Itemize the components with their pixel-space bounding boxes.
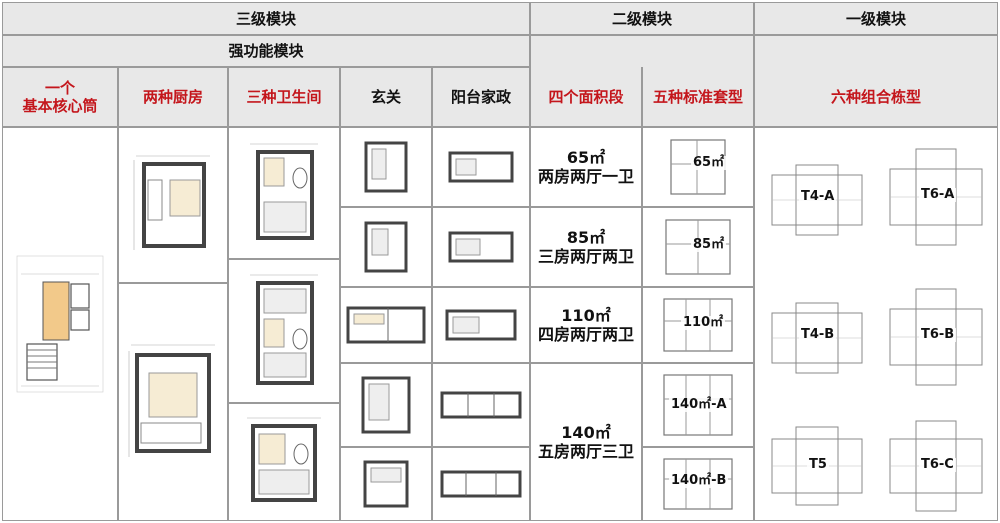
area-segment-140: 140㎡ 五房两厅三卫 — [530, 363, 642, 521]
core-plan-drawing — [16, 255, 104, 393]
unit-type-cell-5: 140㎡-B — [642, 447, 754, 521]
balcony-cell-1 — [432, 127, 530, 207]
entry-cell-2 — [340, 207, 432, 287]
bath-plan-2 — [250, 274, 318, 385]
entry-plan-1 — [364, 141, 408, 193]
entry-cell-1 — [340, 127, 432, 207]
bath-cell-1 — [228, 127, 340, 259]
area-65-layout: 两房两厅一卫 — [537, 167, 634, 186]
bath-plan-3 — [247, 417, 321, 502]
building-label-t5: T5 — [807, 457, 829, 473]
header-strong-function-text: 强功能模块 — [228, 42, 304, 60]
building-label-t4b: T4-B — [799, 327, 837, 343]
header-areas-text: 四个面积段 — [548, 87, 624, 106]
core-cell — [2, 127, 118, 521]
header-entry-text: 玄关 — [370, 88, 401, 106]
building-label-t6b: T6-B — [919, 327, 957, 343]
balcony-plan-2 — [448, 231, 514, 263]
header-balcony: 阳台家政 — [432, 67, 530, 127]
entry-plan-4 — [361, 376, 411, 434]
header-level2: 二级模块 — [530, 2, 754, 35]
area-segment-110: 110㎡ 四房两厅两卫 — [530, 287, 642, 363]
header-strong-function: 强功能模块 — [2, 35, 530, 67]
entry-cell-3 — [340, 287, 432, 363]
bath-cell-3 — [228, 403, 340, 521]
area-85-layout: 三房两厅两卫 — [537, 247, 634, 266]
unit-type-label-85: 85㎡ — [691, 237, 727, 253]
entry-plan-3 — [346, 306, 426, 344]
area-65-value: 65㎡ — [566, 147, 606, 167]
bath-plan-1 — [250, 143, 318, 240]
area-segment-85: 85㎡ 三房两厅两卫 — [530, 207, 642, 287]
area-140-value: 140㎡ — [561, 422, 611, 442]
balcony-plan-5 — [440, 470, 522, 498]
building-label-t4a: T4-A — [799, 189, 837, 205]
header-kitchen: 两种厨房 — [118, 67, 228, 127]
header-level1-text: 一级模块 — [845, 9, 906, 28]
header-level1-fill — [754, 35, 998, 67]
bath-cell-2 — [228, 259, 340, 403]
balcony-cell-4 — [432, 363, 530, 447]
area-segment-65: 65㎡ 两房两厅一卫 — [530, 127, 642, 207]
kitchen-plan-1 — [133, 155, 210, 250]
header-level3-text: 三级模块 — [235, 9, 296, 28]
header-types: 五种标准套型 — [642, 67, 754, 127]
header-buildings: 六种组合栋型 — [754, 67, 998, 127]
header-bath-text: 三种卫生间 — [246, 88, 322, 106]
header-level1: 一级模块 — [754, 2, 998, 35]
kitchen-cell-2 — [118, 283, 228, 521]
balcony-plan-1 — [448, 151, 514, 183]
balcony-plan-3 — [445, 309, 517, 341]
balcony-cell-5 — [432, 447, 530, 521]
header-buildings-text: 六种组合栋型 — [830, 87, 921, 106]
area-110-value: 110㎡ — [561, 305, 611, 325]
building-label-t6a: T6-A — [919, 187, 957, 203]
area-140-layout: 五房两厅三卫 — [537, 442, 634, 461]
header-core-line2: 基本核心筒 — [22, 97, 98, 115]
entry-plan-2 — [364, 221, 408, 273]
area-110-layout: 四房两厅两卫 — [537, 325, 634, 344]
entry-cell-5 — [340, 447, 432, 521]
balcony-cell-3 — [432, 287, 530, 363]
building-label-t6c: T6-C — [919, 457, 956, 473]
unit-type-label-140b: 140㎡-B — [669, 473, 729, 489]
kitchen-cell-1 — [118, 127, 228, 283]
kitchen-plan-2 — [128, 344, 215, 457]
header-level2-fill — [530, 35, 754, 67]
balcony-cell-2 — [432, 207, 530, 287]
unit-type-label-110: 110㎡ — [681, 315, 726, 331]
balcony-plan-4 — [440, 391, 522, 419]
header-balcony-text: 阳台家政 — [450, 88, 511, 106]
header-core-line1: 一个 — [44, 79, 75, 97]
header-level2-text: 二级模块 — [611, 9, 672, 28]
unit-type-label-65: 65㎡ — [691, 155, 727, 171]
unit-type-cell-1: 65㎡ — [642, 127, 754, 207]
unit-type-cell-4: 140㎡-A — [642, 363, 754, 447]
header-areas: 四个面积段 — [530, 67, 642, 127]
building-plans-drawing — [771, 148, 983, 512]
header-level3: 三级模块 — [2, 2, 530, 35]
entry-cell-4 — [340, 363, 432, 447]
unit-type-cell-3: 110㎡ — [642, 287, 754, 363]
header-bath: 三种卫生间 — [228, 67, 340, 127]
header-types-text: 五种标准套型 — [652, 87, 743, 106]
unit-type-label-140a: 140㎡-A — [669, 397, 729, 413]
header-core: 一个 基本核心筒 — [2, 67, 118, 127]
unit-type-cell-2: 85㎡ — [642, 207, 754, 287]
header-entry: 玄关 — [340, 67, 432, 127]
area-85-value: 85㎡ — [566, 227, 606, 247]
building-types-cell: T4-A T6-A T4-B T6-B T5 T6-C — [754, 127, 998, 521]
entry-plan-5 — [363, 460, 409, 508]
header-kitchen-text: 两种厨房 — [142, 88, 203, 106]
